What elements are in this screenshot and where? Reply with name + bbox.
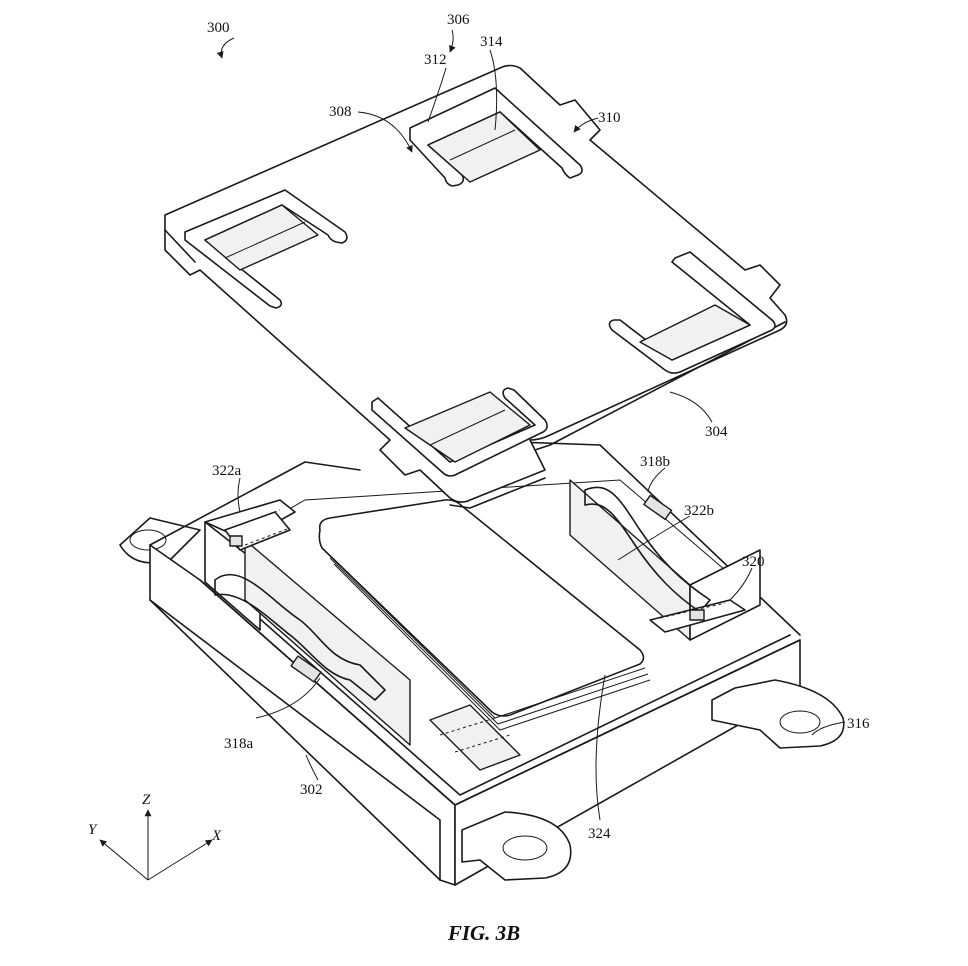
label-322a: 322a (212, 463, 242, 479)
clip-322b (689, 609, 705, 621)
axis-z-label: Z (142, 792, 151, 808)
card-tray (429, 704, 521, 771)
spring-318b (584, 486, 711, 613)
spring-318a-pad (290, 655, 322, 683)
bottom-mount-tab (461, 811, 572, 881)
axis-x-label: X (211, 828, 222, 844)
left-spring-wall-outer (204, 521, 261, 631)
label-300: 300 (207, 20, 230, 36)
label-308: 308 (329, 104, 352, 120)
bottom-tab-hole (502, 835, 548, 861)
label-310: 310 (598, 110, 621, 126)
right-mount-tab (711, 679, 845, 749)
axis-triad: Z X Y (88, 792, 222, 881)
right-tab-hole (779, 710, 821, 734)
label-318a: 318a (224, 736, 254, 752)
right-cutout (608, 251, 776, 374)
label-312: 312 (424, 52, 447, 68)
left-tab-hole (129, 529, 167, 551)
housing (119, 439, 845, 886)
leader-lines (216, 29, 846, 821)
figure-caption: FIG. 3B (447, 921, 520, 945)
cover-plate (164, 64, 788, 503)
label-320: 320 (742, 554, 765, 570)
label-314: 314 (480, 34, 503, 50)
spring-318b-pad (643, 494, 673, 521)
left-cutout (184, 189, 348, 309)
right-pad (639, 304, 751, 361)
label-316: 316 (847, 716, 870, 732)
label-304: 304 (705, 424, 728, 440)
cover-304 (164, 64, 788, 509)
left-spring-wall-inner (244, 539, 411, 746)
spring-318a (214, 573, 386, 701)
label-306: 306 (447, 12, 470, 28)
reference-numerals: 300 306 312 314 308 310 304 322a 318b 32… (207, 12, 870, 842)
label-322b: 322b (684, 503, 714, 519)
pad-314 (427, 111, 541, 183)
label-324: 324 (588, 826, 611, 842)
label-302: 302 (300, 782, 323, 798)
label-318b: 318b (640, 454, 670, 470)
card-324 (318, 499, 645, 717)
axis-y-label: Y (88, 822, 98, 838)
